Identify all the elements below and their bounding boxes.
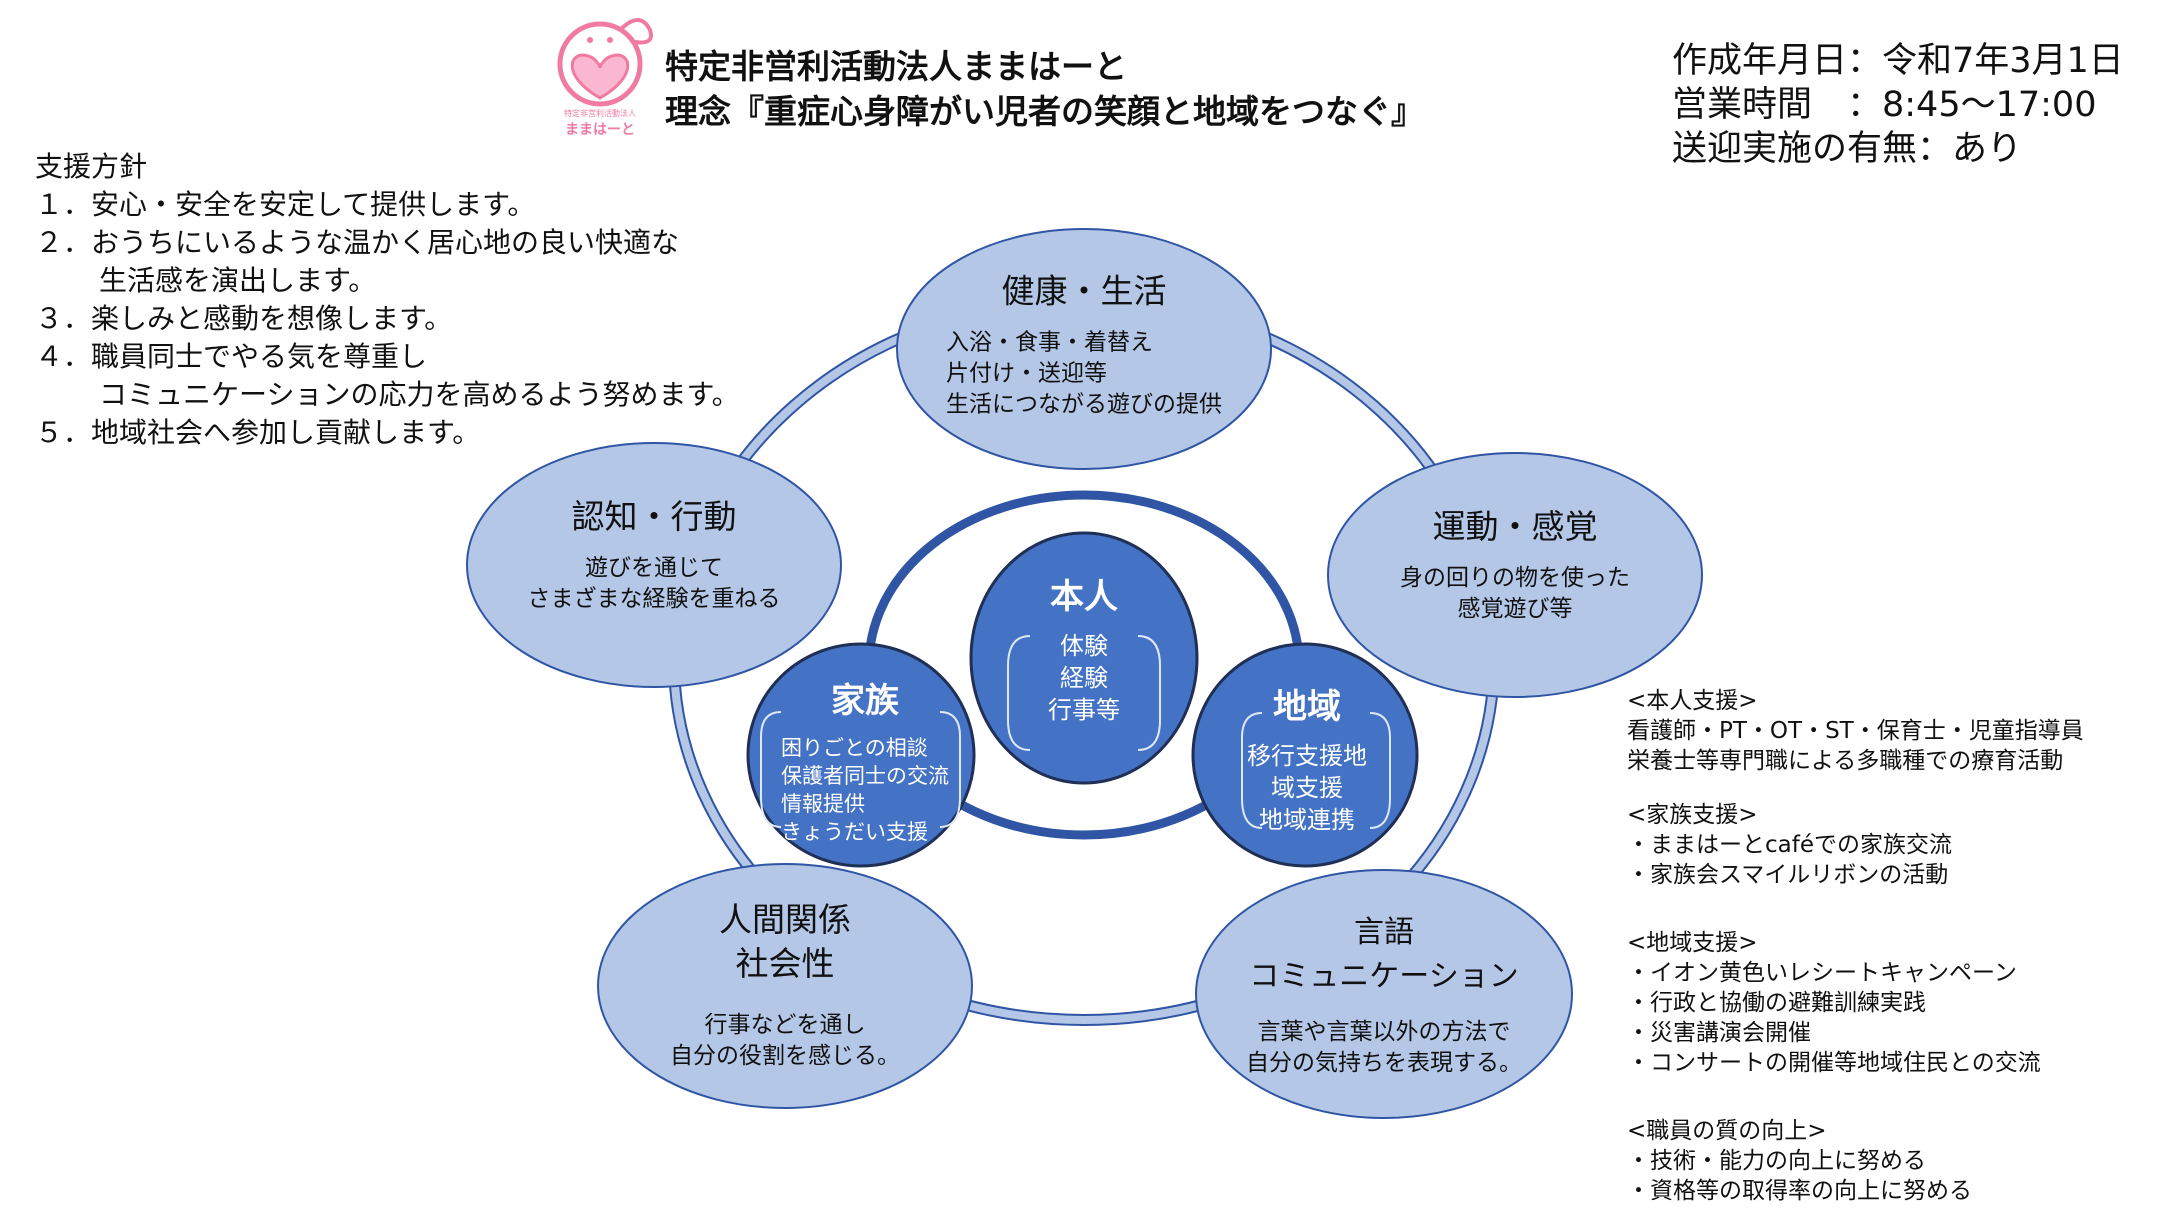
language-title: 言語 bbox=[1354, 915, 1414, 950]
policy-item: コミュニケーションの応力を高めるよう努めます。 bbox=[99, 378, 740, 411]
desc-line: 自分の気持ちを表現する。 bbox=[1246, 1050, 1522, 1076]
health-desc: 入浴・食事・着替え 片付け・送迎等 生活につながる遊びの提供 bbox=[946, 328, 1222, 421]
language-subtitle: コミュニケーション bbox=[1249, 959, 1519, 994]
desc-line: 移行支援地 bbox=[1247, 742, 1367, 770]
language-desc: 言葉や言葉以外の方法で 自分の気持ちを表現する。 bbox=[1246, 1017, 1522, 1079]
desc-line: 域支援 bbox=[1271, 774, 1343, 802]
desc-line: さまざまな経験を重ねる bbox=[527, 586, 781, 612]
family-desc: 困りごとの相談 保護者同士の交流 情報提供 きょうだい支援 bbox=[781, 734, 949, 846]
family-title: 家族 bbox=[831, 681, 899, 721]
list-item: ・技術・能力の向上に努める bbox=[1627, 1148, 1926, 1174]
business-hours: 営業時間 ：8:45〜17:00 bbox=[1672, 85, 2097, 125]
motor-desc: 身の回りの物を使った 感覚遊び等 bbox=[1400, 563, 1630, 625]
desc-line: 言葉や言葉以外の方法で bbox=[1257, 1019, 1511, 1045]
self-desc: 体験 経験 行事等 bbox=[1048, 630, 1120, 726]
desc-line: 困りごとの相談 bbox=[781, 736, 928, 760]
health-title: 健康・生活 bbox=[1001, 271, 1167, 311]
cognition-desc: 遊びを通じて さまざまな経験を重ねる bbox=[528, 553, 781, 615]
self-support-heading: <本人支援> bbox=[1627, 688, 1758, 714]
language-text: 言語 コミュニケーション 言葉や言葉以外の方法で 自分の気持ちを表現する。 bbox=[1246, 911, 1522, 1079]
desc-line: 行事等 bbox=[1048, 696, 1120, 724]
family-text: 家族 困りごとの相談 保護者同士の交流 情報提供 きょうだい支援 bbox=[781, 678, 949, 846]
desc-line: 経験 bbox=[1060, 664, 1108, 692]
policy-item: １．安心・安全を安定して提供します。 bbox=[35, 188, 536, 221]
policy-item: ４．職員同士でやる気を尊重し bbox=[35, 340, 428, 373]
community-desc: 移行支援地 域支援 地域連携 bbox=[1247, 740, 1367, 836]
policy-heading: 支援方針 bbox=[35, 150, 148, 183]
logo-name: ままはーと bbox=[565, 122, 635, 138]
community-text: 地域 移行支援地 域支援 地域連携 bbox=[1247, 684, 1367, 836]
bubble-relations bbox=[597, 863, 973, 1109]
support-policy: 支援方針 １．安心・安全を安定して提供します。 ２．おうちにいるような温かく居心… bbox=[35, 148, 740, 452]
philosophy: 理念『重症心身障がい児者の笑顔と地域をつなぐ』 bbox=[665, 92, 1424, 131]
bubble-self bbox=[969, 531, 1199, 785]
desc-line: きょうだい支援 bbox=[781, 820, 928, 844]
transport-info: 送迎実施の有無：あり bbox=[1672, 129, 2023, 169]
list-item: ・イオン黄色いレシートキャンペーン bbox=[1627, 960, 2017, 986]
list-item: ・災害講演会開催 bbox=[1627, 1020, 1811, 1046]
list-item: ・コンサートの開催等地域住民との交流 bbox=[1627, 1050, 2041, 1076]
staff-heading: <職員の質の向上> bbox=[1627, 1118, 1827, 1144]
desc-line: 自分の役割を感じる。 bbox=[670, 1043, 900, 1069]
bubble-cognition bbox=[466, 442, 842, 688]
desc-line: 遊びを通じて bbox=[585, 555, 723, 581]
desc-line: 片付け・送迎等 bbox=[946, 360, 1107, 387]
list-item: ・行政と協働の避難訓練実践 bbox=[1627, 990, 1926, 1016]
community-title: 地域 bbox=[1273, 687, 1341, 727]
health-text: 健康・生活 入浴・食事・着替え 片付け・送迎等 生活につながる遊びの提供 bbox=[946, 270, 1222, 421]
relations-subtitle: 社会性 bbox=[735, 944, 835, 983]
logo-icon bbox=[557, 18, 653, 107]
bubble-health bbox=[896, 228, 1272, 470]
desc-line: 保護者同士の交流 bbox=[781, 764, 949, 788]
community-support-heading: <地域支援> bbox=[1627, 930, 1758, 956]
desc-line: 生活につながる遊びの提供 bbox=[946, 391, 1222, 418]
cognition-title: 認知・行動 bbox=[571, 497, 737, 536]
motor-text: 運動・感覚 身の回りの物を使った 感覚遊び等 bbox=[1400, 505, 1630, 625]
list-item: ・資格等の取得率の向上に努める bbox=[1627, 1178, 1972, 1204]
relations-title: 人間関係 bbox=[719, 900, 851, 939]
bubble-community bbox=[1191, 642, 1419, 868]
created-date: 作成年月日：令和7年3月1日 bbox=[1672, 41, 2124, 81]
desc-line: 地域連携 bbox=[1259, 806, 1355, 834]
cognition-text: 認知・行動 遊びを通じて さまざまな経験を重ねる bbox=[528, 495, 781, 615]
list-item: ・ままはーとcaféでの家族交流 bbox=[1627, 832, 1952, 858]
list-item: 看護師・PT・OT・ST・保育士・児童指導員 bbox=[1627, 718, 2084, 744]
policy-item: ２．おうちにいるような温かく居心地の良い快適な bbox=[35, 226, 680, 259]
support-details: <本人支援> 看護師・PT・OT・ST・保育士・児童指導員 栄養士等専門職による… bbox=[1627, 686, 2084, 1206]
self-text: 本人 体験 経験 行事等 bbox=[1048, 574, 1120, 726]
policy-item: 生活感を演出します。 bbox=[99, 264, 377, 297]
policy-item: ５．地域社会へ参加し貢献します。 bbox=[35, 416, 481, 449]
desc-line: 体験 bbox=[1060, 632, 1108, 660]
policy-item: ３．楽しみと感動を想像します。 bbox=[35, 302, 453, 335]
desc-line: 感覚遊び等 bbox=[1457, 596, 1573, 622]
relations-desc: 行事などを通し 自分の役割を感じる。 bbox=[670, 1010, 900, 1072]
logo-caption: 特定非営利活動法人 bbox=[564, 109, 636, 118]
list-item: 栄養士等専門職による多職種での療育活動 bbox=[1627, 748, 2064, 774]
desc-line: 情報提供 bbox=[781, 792, 865, 816]
org-name: 特定非営利活動法人ままはーと bbox=[665, 47, 1127, 86]
bubble-motor bbox=[1327, 452, 1703, 698]
desc-line: 身の回りの物を使った bbox=[1400, 565, 1630, 591]
list-item: ・家族会スマイルリボンの活動 bbox=[1627, 862, 1949, 888]
family-support-heading: <家族支援> bbox=[1627, 802, 1758, 828]
bubble-language bbox=[1195, 869, 1573, 1119]
self-title: 本人 bbox=[1050, 577, 1118, 617]
desc-line: 行事などを通し bbox=[704, 1012, 866, 1038]
meta-info: 作成年月日：令和7年3月1日 営業時間 ：8:45〜17:00 送迎実施の有無：… bbox=[1672, 39, 2124, 171]
desc-line: 入浴・食事・着替え bbox=[946, 329, 1153, 356]
motor-title: 運動・感覚 bbox=[1432, 507, 1598, 546]
bubble-family bbox=[746, 642, 976, 868]
logo-text: 特定非営利活動法人 ままはーと bbox=[560, 108, 640, 139]
relations-text: 人間関係 社会性 行事などを通し 自分の役割を感じる。 bbox=[670, 898, 900, 1072]
